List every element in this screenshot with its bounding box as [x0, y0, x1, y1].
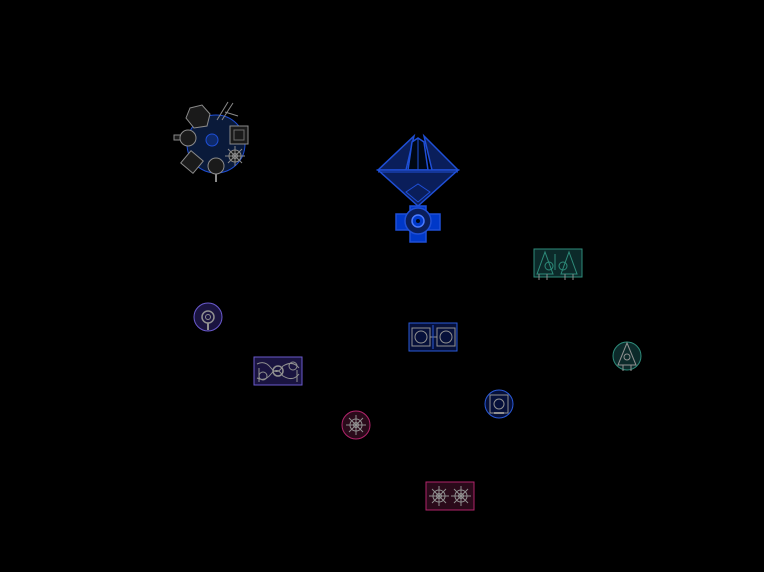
- player-ship[interactable]: [376, 132, 462, 246]
- teal-pod[interactable]: [612, 341, 644, 373]
- blue-pod[interactable]: [484, 389, 516, 421]
- teal-ship-icon: [533, 248, 583, 280]
- magenta-pod[interactable]: [341, 410, 373, 442]
- teal-pod-icon: [612, 341, 642, 371]
- blue-ship-icon: [408, 322, 458, 352]
- modular-station-icon: [173, 101, 249, 182]
- magenta-pod-icon: [341, 410, 371, 440]
- magenta-ship-icon: [425, 481, 475, 511]
- space-station[interactable]: [170, 98, 260, 188]
- violet-pod-icon: [193, 302, 223, 332]
- violet-pod[interactable]: [193, 302, 225, 334]
- teal-ship-block[interactable]: [533, 248, 585, 282]
- violet-ship-icon: [253, 356, 303, 386]
- magenta-ship-block[interactable]: [425, 481, 477, 513]
- violet-ship-block[interactable]: [253, 356, 305, 388]
- blue-ship-block[interactable]: [408, 322, 460, 354]
- player-ship-icon: [376, 133, 460, 243]
- blue-pod-icon: [484, 389, 514, 419]
